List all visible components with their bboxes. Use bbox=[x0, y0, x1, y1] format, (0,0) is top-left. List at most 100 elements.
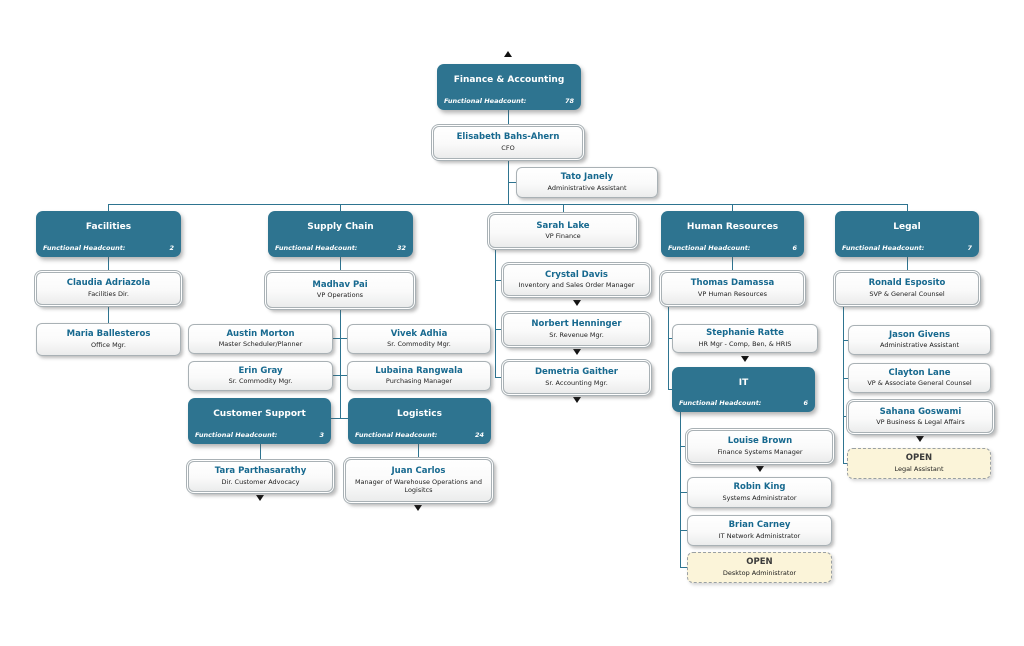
person-title: VP & Associate General Counsel bbox=[867, 379, 972, 388]
connector bbox=[340, 257, 341, 272]
headcount-value: 6 bbox=[792, 244, 797, 252]
person-title: Office Mgr. bbox=[91, 340, 126, 349]
connector bbox=[340, 308, 341, 419]
person-title: Manager of Warehouse Operations and Logi… bbox=[354, 477, 483, 494]
connector bbox=[108, 204, 109, 211]
node-dept-legal[interactable]: Legal Functional Headcount:7 bbox=[835, 211, 979, 257]
headcount-label: Functional Headcount: bbox=[444, 97, 527, 105]
person-name: Ronald Esposito bbox=[868, 278, 946, 289]
connector bbox=[563, 204, 564, 214]
connector bbox=[508, 110, 509, 126]
person-title: VP Operations bbox=[316, 291, 364, 300]
person-name: Madhav Pai bbox=[312, 279, 368, 290]
node-tato-janely[interactable]: Tato Janely Administrative Assistant bbox=[516, 167, 658, 198]
node-sahana-goswami[interactable]: Sahana Goswami VP Business & Legal Affai… bbox=[848, 401, 993, 433]
node-demetria-gaither[interactable]: Demetria Gaither Sr. Accounting Mgr. bbox=[503, 361, 650, 394]
person-name: Louise Brown bbox=[727, 436, 793, 447]
node-brian-carney[interactable]: Brian Carney IT Network Administrator bbox=[687, 515, 832, 546]
collapse-up-indicator[interactable] bbox=[504, 51, 512, 57]
headcount-label: Functional Headcount: bbox=[668, 244, 751, 252]
collapse-indicator-norbert[interactable] bbox=[573, 349, 581, 355]
headcount-label: Functional Headcount: bbox=[195, 431, 278, 439]
person-title: Legal Assistant bbox=[894, 464, 944, 473]
person-title: Master Scheduler/Planner bbox=[218, 340, 303, 349]
node-crystal-davis[interactable]: Crystal Davis Inventory and Sales Order … bbox=[503, 264, 650, 296]
connector bbox=[843, 306, 844, 463]
person-name: Claudia Adriazola bbox=[66, 278, 151, 289]
dept-title: Customer Support bbox=[213, 409, 306, 419]
node-sarah-lake[interactable]: Sarah Lake VP Finance bbox=[489, 214, 637, 248]
node-ronald-esposito[interactable]: Ronald Esposito SVP & General Counsel bbox=[835, 272, 979, 305]
person-name: Tara Parthasarathy bbox=[214, 466, 307, 477]
node-tara-parthasarathy[interactable]: Tara Parthasarathy Dir. Customer Advocac… bbox=[188, 461, 333, 492]
person-name: Brian Carney bbox=[728, 520, 791, 531]
node-dept-customer-support[interactable]: Customer Support Functional Headcount:3 bbox=[188, 398, 331, 444]
person-name: Erin Gray bbox=[238, 365, 283, 376]
node-lubaina-rangwala[interactable]: Lubaina Rangwala Purchasing Manager bbox=[347, 361, 491, 391]
connector bbox=[680, 412, 681, 567]
node-vivek-adhia[interactable]: Vivek Adhia Sr. Commodity Mgr. bbox=[347, 324, 491, 354]
connector bbox=[907, 257, 908, 272]
connector bbox=[843, 378, 848, 379]
node-dept-it[interactable]: IT Functional Headcount:6 bbox=[672, 367, 815, 412]
connector bbox=[843, 463, 847, 464]
collapse-indicator-juan[interactable] bbox=[414, 505, 422, 511]
collapse-indicator-demetria[interactable] bbox=[573, 397, 581, 403]
person-title: VP Finance bbox=[545, 232, 581, 241]
node-jason-givens[interactable]: Jason Givens Administrative Assistant bbox=[848, 325, 991, 355]
node-stephanie-ratte[interactable]: Stephanie Ratte HR Mgr - Comp, Ben, & HR… bbox=[672, 324, 818, 353]
node-dept-logistics[interactable]: Logistics Functional Headcount:24 bbox=[348, 398, 491, 444]
connector bbox=[418, 444, 419, 459]
headcount-value: 24 bbox=[474, 431, 484, 439]
node-louise-brown[interactable]: Louise Brown Finance Systems Manager bbox=[687, 430, 833, 463]
dept-title: Human Resources bbox=[686, 222, 779, 232]
node-claudia-adriazola[interactable]: Claudia Adriazola Facilities Dir. bbox=[36, 272, 181, 305]
connector bbox=[668, 338, 672, 339]
node-open-desktop-administrator[interactable]: OPEN Desktop Administrator bbox=[687, 552, 832, 583]
node-open-legal-assistant[interactable]: OPEN Legal Assistant bbox=[847, 448, 991, 479]
person-name: Sahana Goswami bbox=[879, 406, 962, 417]
node-madhav-pai[interactable]: Madhav Pai VP Operations bbox=[266, 272, 414, 308]
node-austin-morton[interactable]: Austin Morton Master Scheduler/Planner bbox=[188, 324, 333, 354]
person-name: Elisabeth Bahs-Ahern bbox=[456, 132, 560, 143]
person-title: Administrative Assistant bbox=[880, 341, 959, 350]
node-robin-king[interactable]: Robin King Systems Administrator bbox=[687, 477, 832, 508]
person-name: Crystal Davis bbox=[544, 269, 608, 280]
headcount-label: Functional Headcount: bbox=[842, 244, 925, 252]
headcount-label: Functional Headcount: bbox=[43, 244, 126, 252]
connector bbox=[495, 280, 503, 281]
headcount-value: 7 bbox=[967, 244, 972, 252]
node-elisabeth-bahs-ahern[interactable]: Elisabeth Bahs-Ahern CFO bbox=[433, 126, 583, 159]
collapse-indicator-crystal[interactable] bbox=[573, 300, 581, 306]
collapse-indicator-sahana[interactable] bbox=[916, 436, 924, 442]
connector bbox=[333, 375, 340, 376]
node-juan-carlos[interactable]: Juan Carlos Manager of Warehouse Operati… bbox=[345, 459, 492, 502]
person-name: Jason Givens bbox=[888, 329, 951, 340]
connector bbox=[331, 418, 340, 419]
person-name: Vivek Adhia bbox=[390, 328, 448, 339]
node-maria-ballesteros[interactable]: Maria Ballesteros Office Mgr. bbox=[36, 323, 181, 356]
person-title: SVP & General Counsel bbox=[869, 289, 945, 298]
collapse-indicator-tara[interactable] bbox=[256, 495, 264, 501]
person-name: Clayton Lane bbox=[888, 367, 951, 378]
node-dept-facilities[interactable]: Facilities Functional Headcount:2 bbox=[36, 211, 181, 257]
node-dept-human-resources[interactable]: Human Resources Functional Headcount: 6 bbox=[661, 211, 804, 257]
person-title: Sr. Revenue Mgr. bbox=[549, 330, 604, 339]
node-erin-gray[interactable]: Erin Gray Sr. Commodity Mgr. bbox=[188, 361, 333, 391]
dept-title: Logistics bbox=[397, 409, 442, 419]
dept-title: Facilities bbox=[85, 222, 132, 232]
node-clayton-lane[interactable]: Clayton Lane VP & Associate General Coun… bbox=[848, 363, 991, 393]
person-name: Maria Ballesteros bbox=[66, 329, 151, 340]
dept-title: Finance & Accounting bbox=[453, 75, 565, 85]
node-norbert-henninger[interactable]: Norbert Henninger Sr. Revenue Mgr. bbox=[503, 313, 650, 346]
node-thomas-damassa[interactable]: Thomas Damassa VP Human Resources bbox=[661, 272, 804, 305]
collapse-indicator-stephanie[interactable] bbox=[741, 356, 749, 362]
person-title: Administrative Assistant bbox=[547, 183, 627, 192]
dept-title: IT bbox=[738, 378, 749, 388]
person-name: Lubaina Rangwala bbox=[375, 365, 463, 376]
connector bbox=[508, 182, 516, 183]
collapse-indicator-louise[interactable] bbox=[756, 466, 764, 472]
node-dept-finance-accounting[interactable]: Finance & Accounting Functional Headcoun… bbox=[437, 64, 581, 110]
node-dept-supply-chain[interactable]: Supply Chain Functional Headcount:32 bbox=[268, 211, 413, 257]
